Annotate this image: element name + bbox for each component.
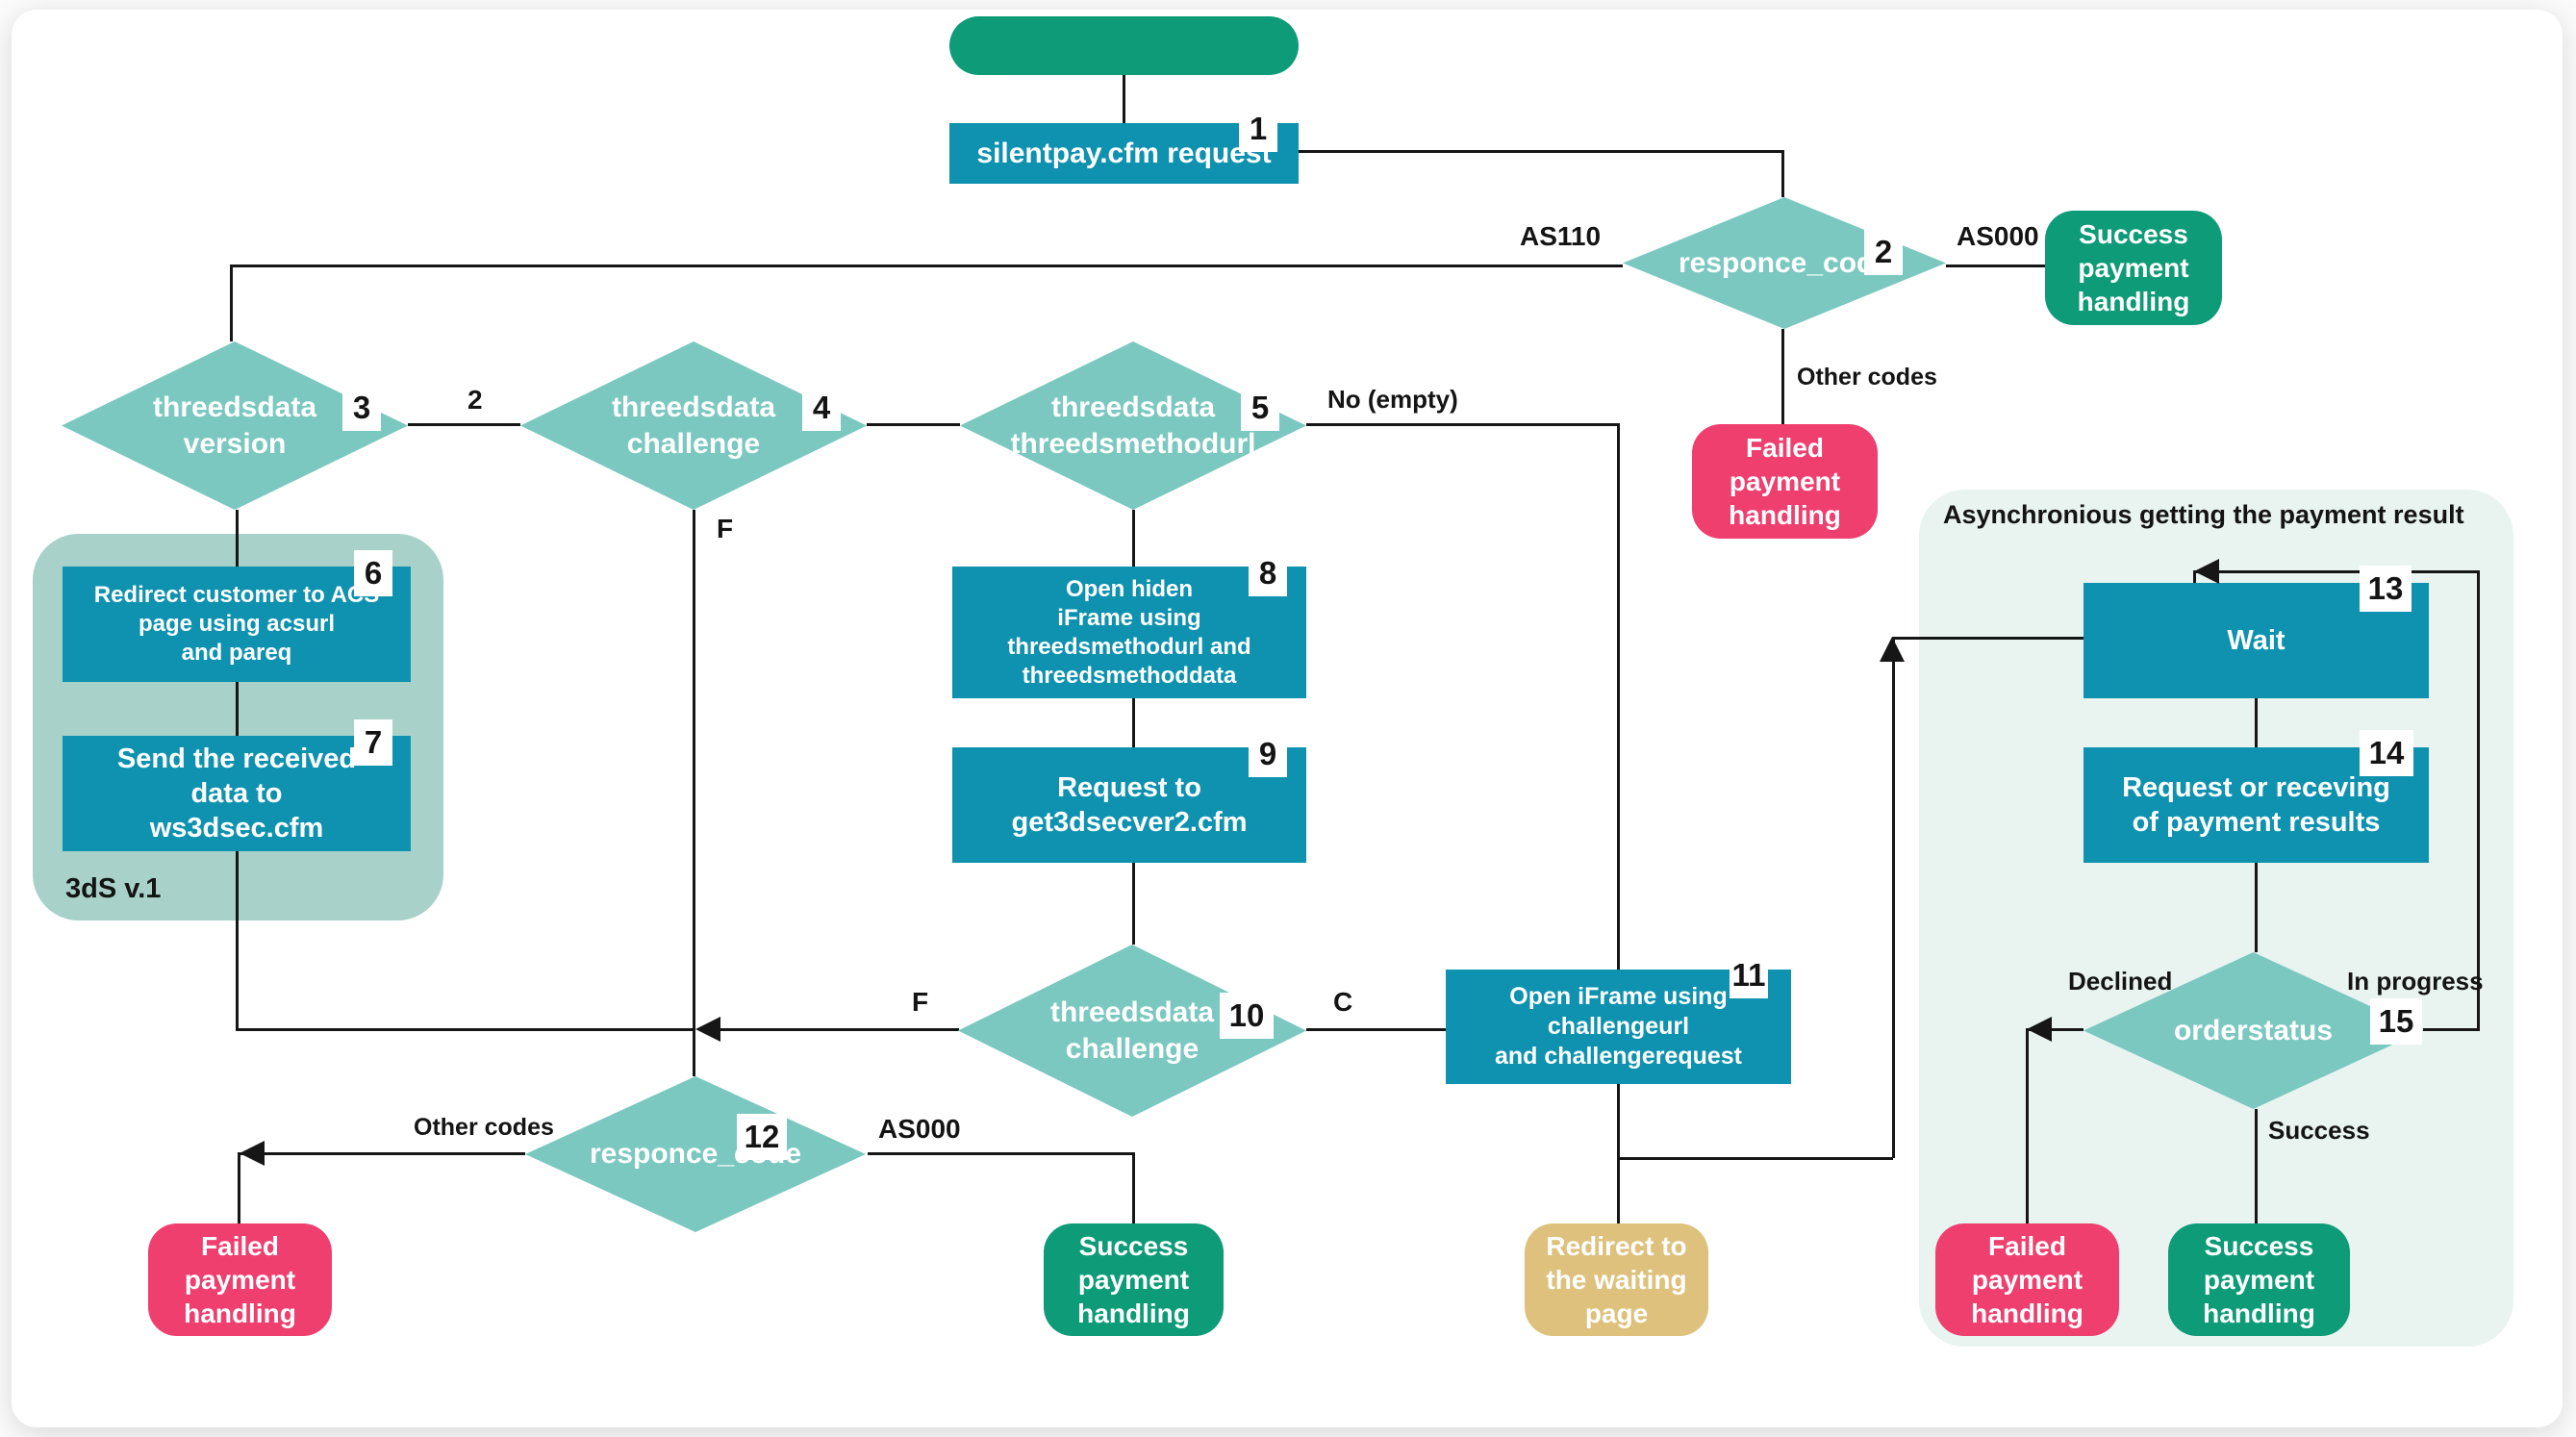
edge-d2-as110-h (231, 265, 1623, 267)
arrowhead-declined (2027, 1017, 2052, 1042)
edge-box8-to-box9 (1132, 698, 1135, 747)
edge-d15-declined-v (2026, 1028, 2029, 1223)
edge-d3-to-d4 (408, 423, 520, 426)
edge-d5-noempty-h (1306, 423, 1618, 426)
edge-label-no-empty: No (empty) (1327, 385, 1458, 414)
terminal-success-payment-right: Success payment handling (2168, 1223, 2350, 1336)
edge-box9-to-d10 (1132, 863, 1135, 945)
edge-label-other-codes-top: Other codes (1797, 364, 1937, 391)
edge-d15-declined-h (2026, 1028, 2084, 1031)
badge-11: 11 (1730, 952, 1768, 998)
edge-d2-othercodes (1781, 329, 1784, 424)
edge-label-other-codes-12: Other codes (414, 1114, 554, 1141)
arrowhead-d10-f (695, 1017, 720, 1042)
edge-box7-to-d12-h (236, 1028, 695, 1031)
terminal-success-payment-top: Success payment handling (2045, 211, 2222, 325)
edge-label-declined: Declined (2068, 967, 2173, 996)
edge-box6-to-box7 (236, 682, 239, 736)
edge-d10-c-to-box11 (1306, 1028, 1446, 1031)
badge-7: 7 (354, 719, 392, 766)
badge-6: 6 (354, 550, 392, 596)
edge-branch-to-panel-v (1892, 638, 1895, 1158)
start-terminator (949, 16, 1299, 75)
edge-branch-to-panel-h (1617, 1157, 1893, 1160)
terminal-failed-payment-bottom-left: Failed payment handling (148, 1223, 332, 1336)
group-3ds-v1-label: 3dS v.1 (65, 873, 162, 904)
terminal-failed-payment-right: Failed payment handling (1935, 1223, 2119, 1336)
process-redirect-acs: Redirect customer to ACS page using acsu… (63, 567, 411, 682)
edge-label-in-progress: In progress (2347, 967, 2484, 996)
badge-9: 9 (1249, 731, 1287, 777)
edge-box7-down (236, 851, 239, 1030)
badge-12: 12 (737, 1114, 787, 1160)
badge-15: 15 (2370, 998, 2422, 1045)
edge-box1-to-d2-h (1299, 150, 1784, 153)
edge-d2-as110-v (230, 265, 233, 341)
edge-d2-as000 (1946, 265, 2045, 267)
edge-label-as000-12: AS000 (878, 1114, 961, 1144)
panel-async-title: Asynchronious getting the payment result (1943, 500, 2464, 529)
edge-label-as110: AS110 (1520, 221, 1602, 251)
edge-d12-othercodes-h (238, 1152, 525, 1155)
edge-box14-to-d15 (2255, 863, 2258, 952)
badge-1: 1 (1239, 106, 1277, 152)
badge-13: 13 (2360, 566, 2412, 612)
edge-box1-to-d2-v (1781, 150, 1784, 197)
arrowhead-othercodes-12 (240, 1141, 265, 1166)
edge-d10-f-h (719, 1028, 959, 1031)
edge-d15-inprogress-v (2477, 570, 2480, 1031)
edge-d3-to-box6 (236, 510, 239, 567)
edge-label-success-15: Success (2268, 1116, 2370, 1145)
edge-label-2: 2 (467, 385, 483, 415)
badge-8: 8 (1249, 550, 1287, 596)
badge-10: 10 (1220, 993, 1274, 1039)
terminal-redirect-waiting-page: Redirect to the waiting page (1525, 1223, 1708, 1336)
badge-2: 2 (1864, 229, 1903, 275)
process-send-ws3dsec: Send the received data to ws3dsec.cfm (63, 736, 411, 851)
edge-label-f-d4: F (717, 514, 734, 543)
edge-into-wait (1892, 637, 2084, 640)
edge-d4-to-d5 (867, 423, 960, 426)
edge-wait-to-box14 (2255, 698, 2258, 747)
edge-d5-to-box8 (1132, 510, 1135, 567)
edge-d12-othercodes-v (238, 1152, 240, 1224)
edge-label-f-d10: F (912, 987, 929, 1017)
edge-start-to-box1 (1123, 74, 1125, 123)
edge-label-as000-top: AS000 (1957, 221, 2039, 251)
edge-d4-f-to-d12 (693, 510, 695, 1076)
edge-d15-success (2255, 1109, 2258, 1223)
edge-label-c-d10: C (1333, 987, 1353, 1017)
process-open-hidden-iframe: Open hiden iFrame using threedsmethodurl… (952, 567, 1306, 698)
arrowhead-loop-wait (2194, 559, 2219, 584)
edge-d5-noempty-v (1617, 423, 1620, 970)
edge-d15-inprogress-h1 (2423, 1028, 2479, 1031)
terminal-success-payment-bottom: Success payment handling (1044, 1223, 1224, 1336)
badge-14: 14 (2360, 730, 2413, 776)
edge-box11-to-redirect (1617, 1084, 1620, 1223)
edge-d15-inprogress-h2 (2193, 570, 2478, 573)
process-request-get3dsecver2: Request to get3dsecver2.cfm (952, 747, 1306, 863)
badge-5: 5 (1241, 385, 1279, 431)
badge-4: 4 (802, 385, 841, 431)
arrowhead-to-wait (1880, 637, 1905, 662)
terminal-failed-payment-top: Failed payment handling (1692, 424, 1878, 539)
process-wait: Wait (2084, 583, 2429, 698)
badge-3: 3 (342, 385, 381, 431)
edge-d12-as000-v (1132, 1152, 1135, 1223)
edge-d12-as000-h (868, 1152, 1133, 1155)
